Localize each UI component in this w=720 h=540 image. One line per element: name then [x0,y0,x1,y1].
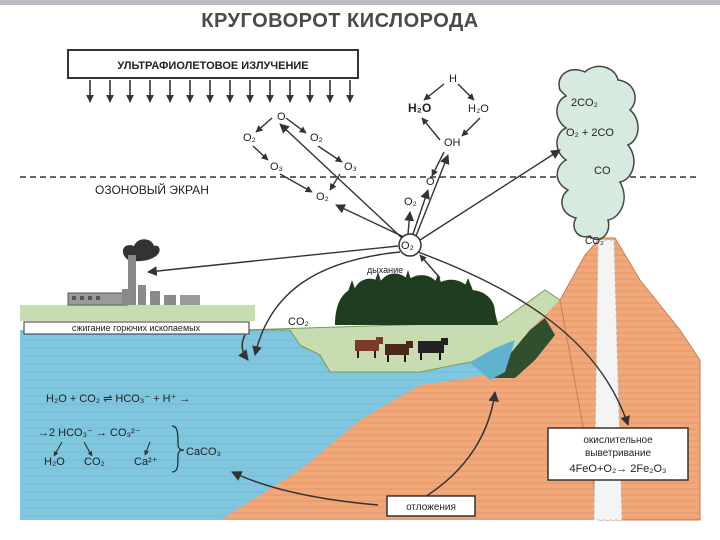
chem-h2o-left: H₂O [408,101,431,115]
chem-o2-low-mid: O₂ [404,196,417,208]
combustion-label: сжигание горючих ископаемых [72,323,201,333]
chem-o2-low-left: O₂ [316,191,329,203]
ocean-co2: CO₂ [84,456,105,468]
chem-h2o-right: H₂O [468,103,489,115]
volcano-co: CO [594,165,611,177]
ozone-label: ОЗОНОВЫЙ ЭКРАН [95,182,209,197]
weathering-line2: выветривание [585,448,652,459]
chem-o3-a: O₃ [270,161,283,173]
ocean-caco3: CaCO₃ [186,446,221,458]
ocean-ca: Ca²⁺ [134,456,158,468]
forest-to-o2-arrow [420,255,440,278]
forest [335,270,498,325]
ocean-eq2: →2 HCO₃⁻ → CO₃²⁻ [38,427,141,439]
ocean-h2o: H₂O [44,456,65,468]
weathering-line1: окислительное [583,435,653,446]
uv-radiation: УЛЬТРАФИОЛЕТОВОЕ ИЗЛУЧЕНИЕ [68,50,358,102]
volcano-cloud [557,66,638,239]
chem-o2-left: O₂ [243,132,256,144]
factory-ground [20,305,255,321]
chem-o-upper: O [277,111,286,123]
factory [68,239,200,305]
chem-h: H [449,73,457,85]
uv-arrows [90,80,350,102]
uv-label: УЛЬТРАФИОЛЕТОВОЕ ИЗЛУЧЕНИЕ [117,60,308,72]
chem-o3-b: O₃ [344,161,357,173]
respiration-label: дыхание [367,265,403,275]
weathering-equation: 4FeO+O₂→ 2Fe₂O₃ [569,463,666,475]
chem-o2-right: O₂ [310,132,323,144]
deposition-label: отложения [406,502,456,513]
chem-oh: OH [444,137,461,149]
ocean-eq1: H₂O + CO₂ ⇌ HCO₃⁻ + H⁺ → [46,393,190,405]
volcano-o2-2co: O₂ + 2CO [566,127,614,139]
chem-o-mid: O [426,176,435,188]
volcano-2co2: 2CO₂ [571,97,598,109]
chem-co2-land: CO₂ [288,316,309,328]
chem-o2-center: O₂ [401,240,414,252]
volcano-co2: CO₂ [585,236,604,247]
